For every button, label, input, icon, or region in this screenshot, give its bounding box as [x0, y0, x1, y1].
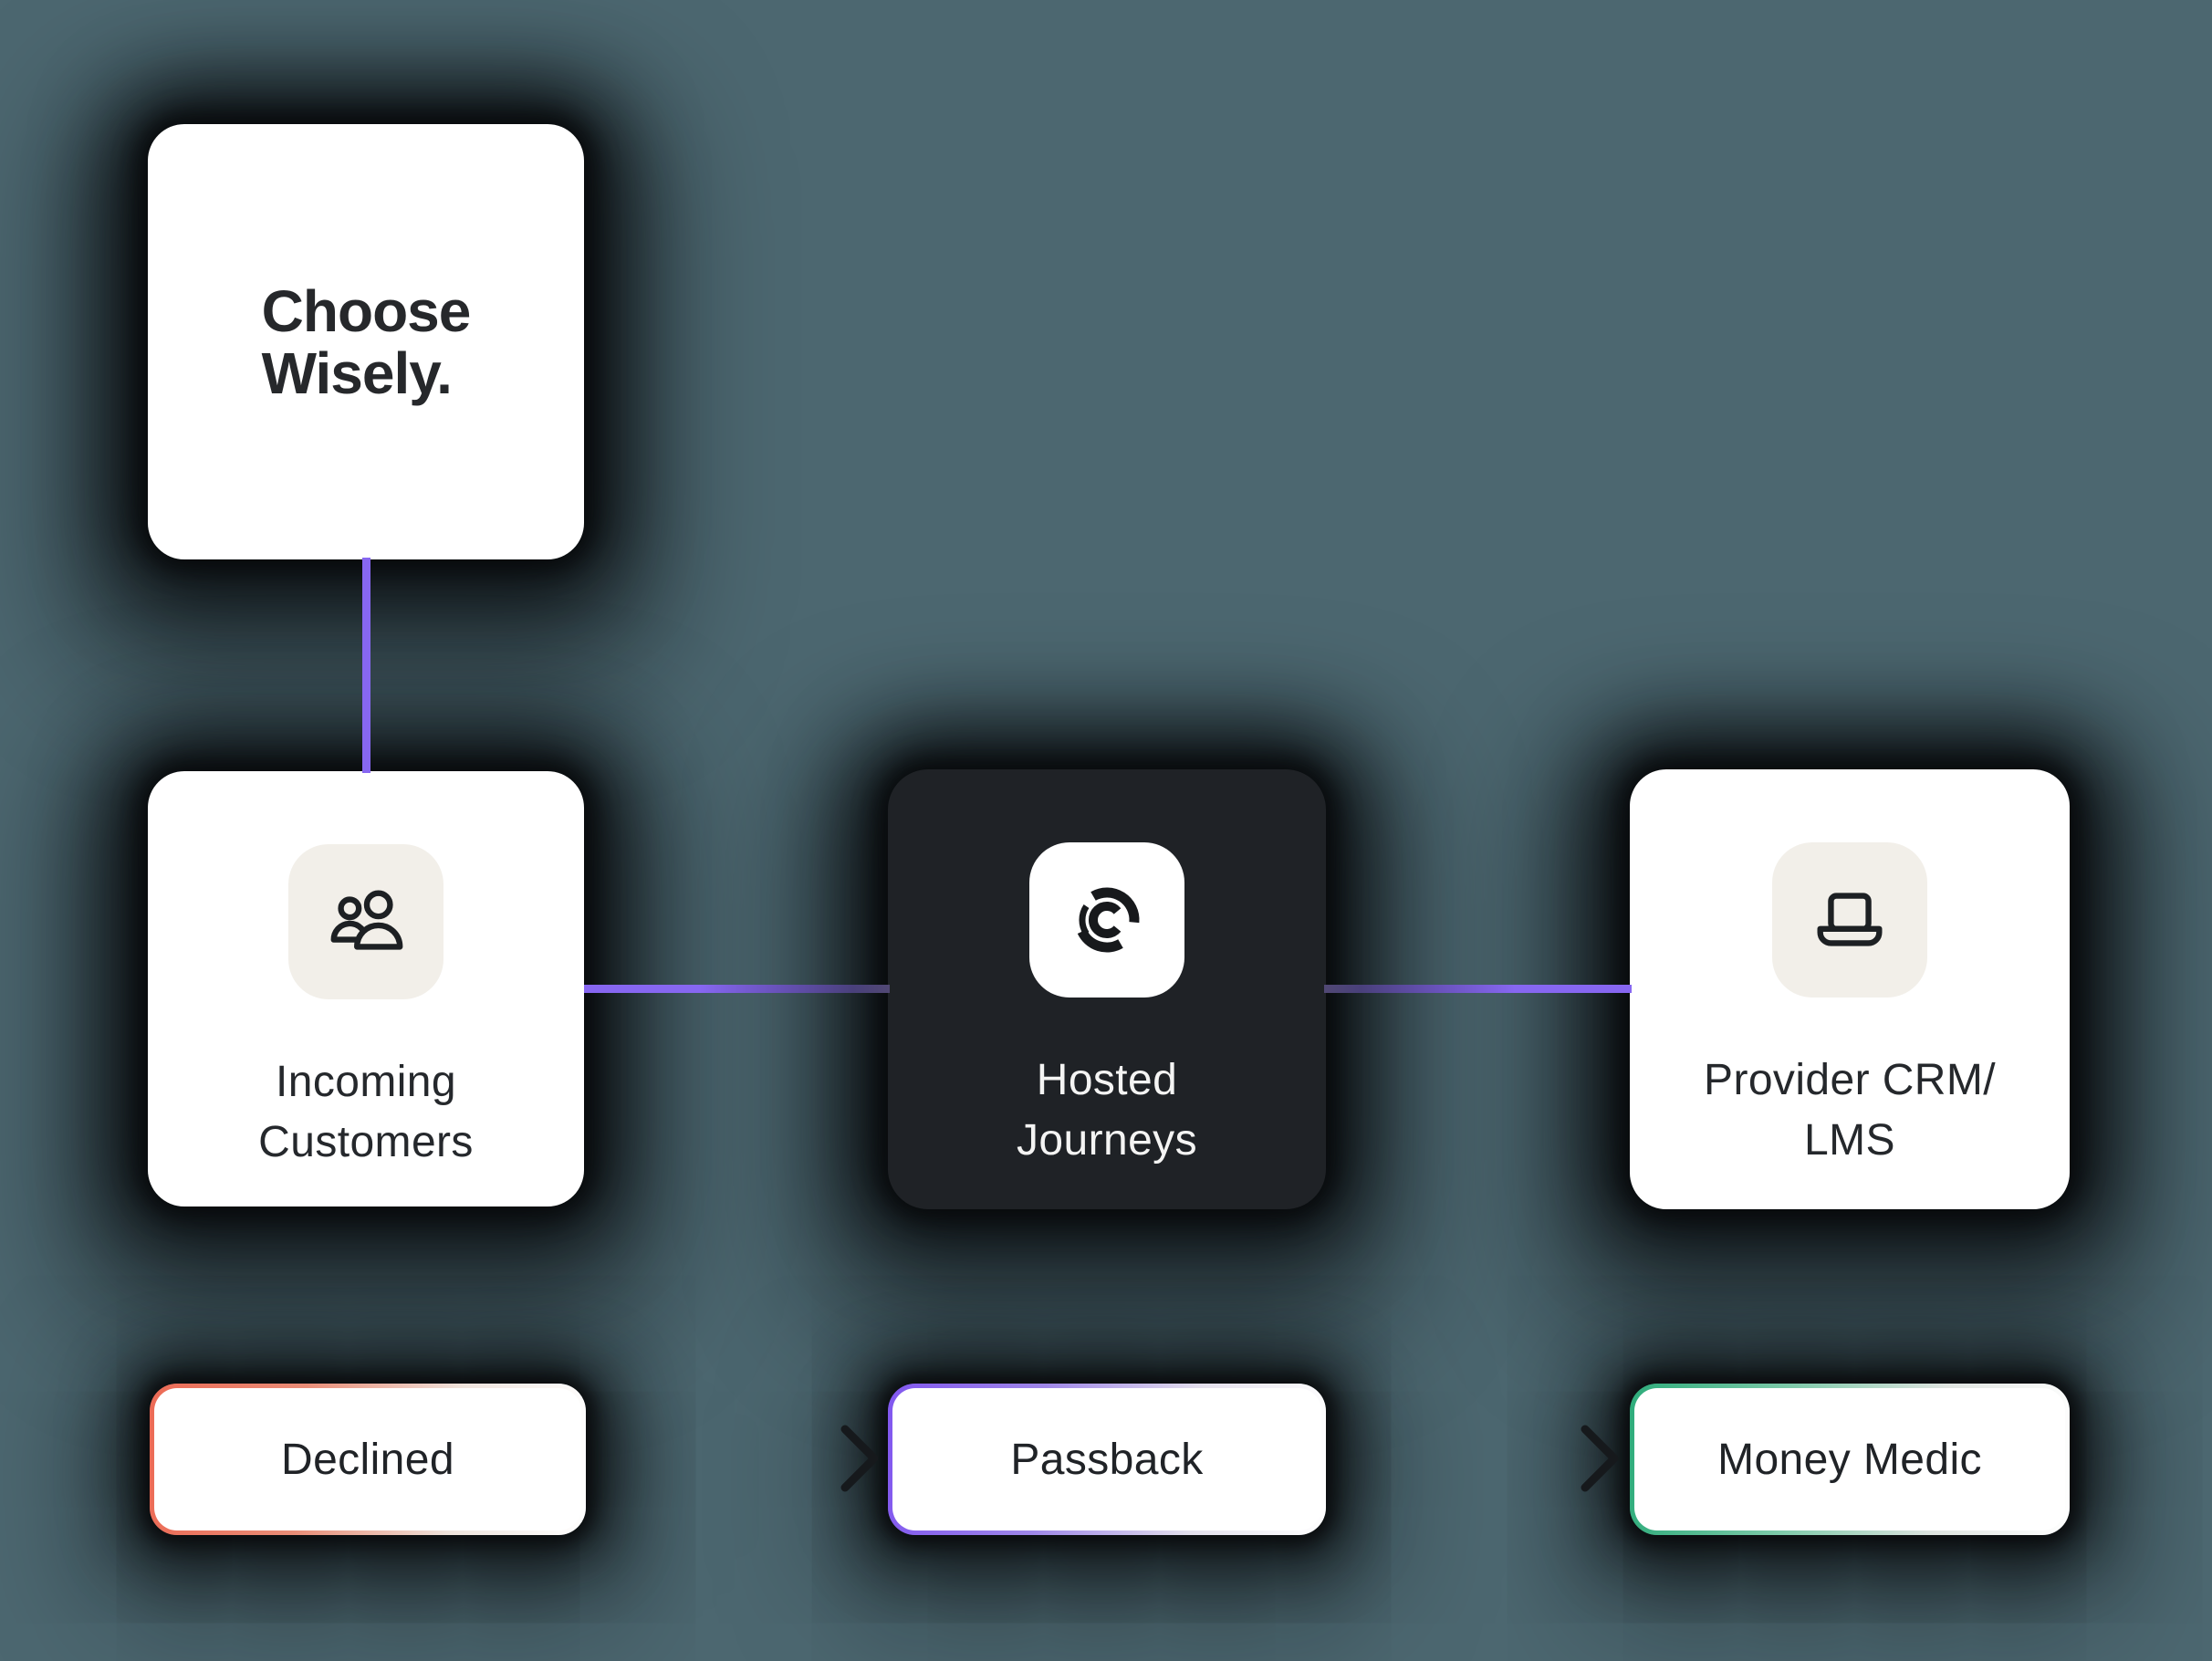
node-money-medic: Money Medic — [1630, 1384, 2070, 1535]
declined-label: Declined — [154, 1388, 581, 1530]
journeys-logo-icon — [1077, 887, 1140, 953]
arrow-right-icon — [840, 1425, 879, 1492]
label-line: Incoming — [276, 1058, 456, 1106]
connector-hosted-to-provider — [1324, 985, 1632, 993]
node-declined: Declined — [150, 1384, 586, 1535]
users-icon — [330, 890, 403, 950]
label-line: Provider CRM/ — [1704, 1056, 1996, 1104]
brand-line-1: Choose — [261, 277, 472, 344]
node-choose-wisely: Choose Wisely. — [148, 124, 584, 559]
arrow-declined-to-passback — [586, 1425, 879, 1492]
node-incoming-customers: Incoming Customers — [148, 771, 584, 1207]
node-provider-crm-lms: Provider CRM/ LMS — [1630, 769, 2070, 1209]
label-line: LMS — [1804, 1116, 1895, 1165]
connector-brand-to-incoming — [362, 558, 370, 773]
arrow-right-icon — [1581, 1425, 1619, 1492]
node-hosted-journeys: Hosted Journeys — [888, 769, 1326, 1209]
provider-crm-label: Provider CRM/ LMS — [1704, 1050, 1996, 1171]
money-medic-label: Money Medic — [1634, 1388, 2065, 1530]
users-icon-badge — [288, 844, 443, 999]
passback-label: Passback — [892, 1388, 1321, 1530]
incoming-customers-label: Incoming Customers — [258, 1052, 474, 1173]
node-passback: Passback — [888, 1384, 1326, 1535]
brand-line-2: Wisely. — [261, 340, 453, 406]
journeys-logo-badge — [1029, 842, 1184, 998]
laptop-icon-badge — [1772, 842, 1927, 998]
label-line: Journeys — [1017, 1116, 1197, 1165]
choose-wisely-logo: Choose Wisely. — [261, 277, 472, 406]
laptop-icon — [1817, 893, 1883, 946]
arrow-passback-to-money-medic — [1328, 1425, 1619, 1492]
label-line: Customers — [258, 1118, 474, 1166]
label-line: Hosted — [1036, 1056, 1178, 1104]
hosted-journeys-label: Hosted Journeys — [1017, 1050, 1197, 1171]
connector-incoming-to-hosted — [584, 985, 890, 993]
